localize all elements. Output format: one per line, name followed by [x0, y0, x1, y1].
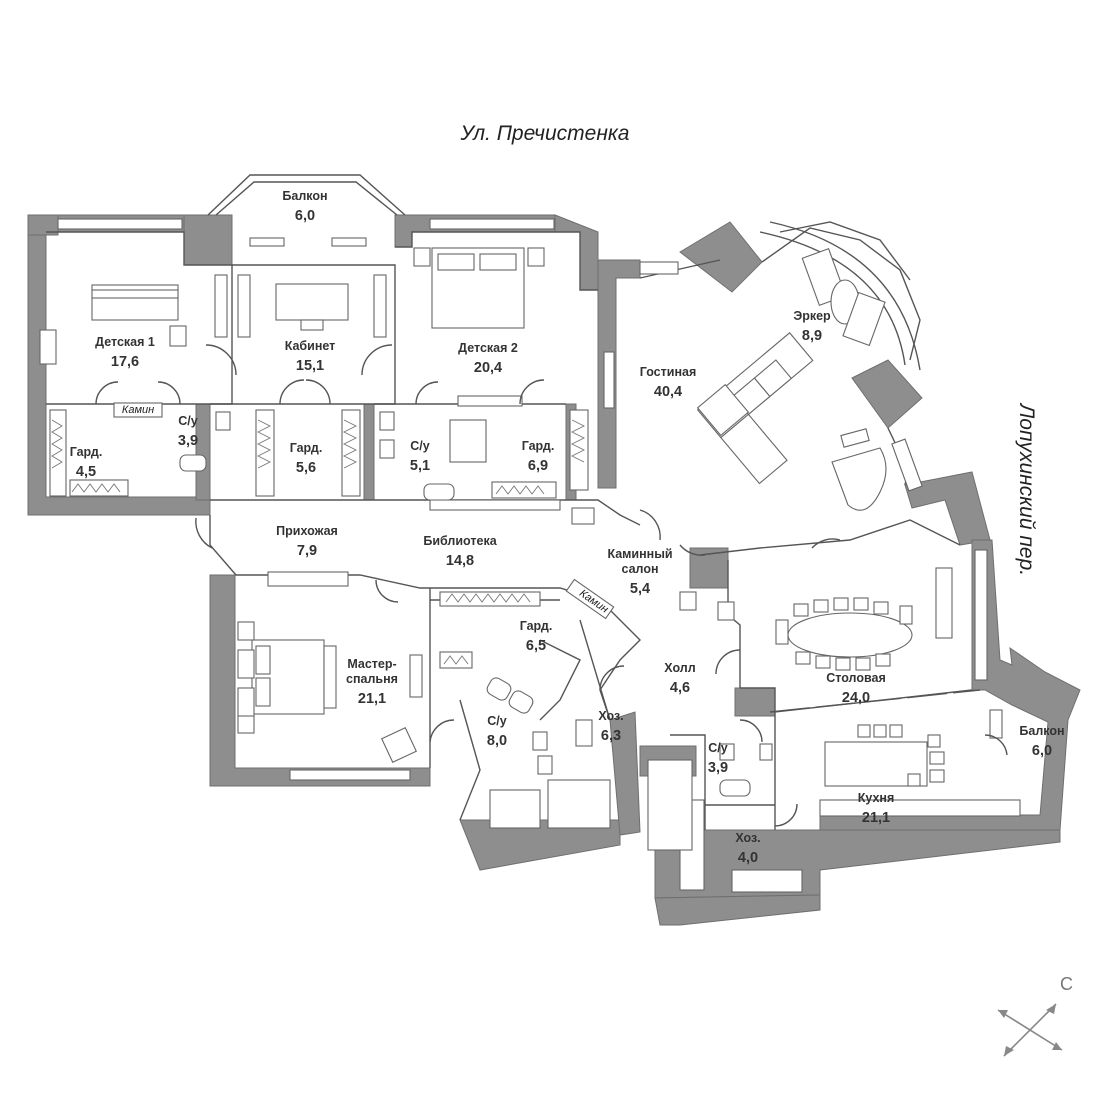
room-label-bath-4: С/у 3,9 — [708, 741, 728, 776]
fireplace-label: Камин — [122, 404, 154, 416]
room-name: Гард. — [70, 445, 103, 459]
room-area: 21,1 — [862, 810, 890, 826]
room-area: 6,0 — [1032, 743, 1052, 759]
room-area: 8,0 — [487, 733, 507, 749]
room-area: 24,0 — [842, 690, 870, 706]
furniture — [39, 247, 1021, 893]
room-label-library: Библиотека 14,8 — [423, 534, 497, 569]
dining-kitchen-divider — [769, 689, 981, 713]
room-name: Хоз. — [598, 709, 623, 723]
street-name-north: Ул. Пречистенка — [460, 122, 630, 145]
room-area: 15,1 — [296, 358, 324, 374]
room-name: Кухня — [858, 791, 895, 805]
room-label-utility-2: Хоз. 4,0 — [735, 831, 760, 866]
room-label-dining: Столовая 24,0 — [826, 671, 886, 706]
room-name: Гостиная — [640, 365, 697, 379]
room-label-utility-1: Хоз. 6,3 — [598, 709, 623, 744]
room-name: Каминный — [607, 547, 672, 561]
room-area: 8,9 — [802, 328, 822, 344]
room-name: Столовая — [826, 671, 886, 685]
room-area: 17,6 — [111, 354, 139, 370]
room-label-wardrobe-1: Гард. 4,5 — [70, 445, 103, 480]
windows — [57, 218, 1003, 781]
street-name-east: Лопухинский пер. — [1015, 402, 1038, 576]
room-label-hall: Холл 4,6 — [664, 661, 695, 696]
room-name: Гард. — [522, 439, 555, 453]
room-area: 7,9 — [297, 543, 317, 559]
room-label-kids-1: Детская 1 17,6 — [95, 335, 155, 370]
door-swings — [95, 344, 1008, 827]
room-label-wardrobe-3: Гард. 6,9 — [522, 439, 555, 474]
room-name: Гард. — [520, 619, 553, 633]
room-outlines — [46, 174, 973, 830]
room-area: 5,4 — [630, 581, 650, 597]
room-name: Мастер- — [347, 657, 396, 671]
room-name: С/у — [708, 741, 728, 755]
room-name: спальня — [346, 672, 398, 686]
room-label-hallway: Прихожая 7,9 — [276, 524, 338, 559]
room-name: Гард. — [290, 441, 323, 455]
room-area: 6,9 — [528, 458, 548, 474]
room-name: Холл — [664, 661, 695, 675]
room-label-kids-2: Детская 2 20,4 — [458, 341, 518, 376]
room-name: Балкон — [282, 189, 327, 203]
room-label-living: Гостиная 40,4 — [640, 365, 697, 400]
room-area: 4,6 — [670, 680, 690, 696]
room-area: 5,6 — [296, 460, 316, 476]
room-name: Балкон — [1019, 724, 1064, 738]
room-label-master: Мастер-спальня 21,1 — [346, 657, 398, 707]
room-name: Прихожая — [276, 524, 338, 538]
compass: С — [997, 974, 1073, 1057]
room-label-kitchen: Кухня 21,1 — [858, 791, 895, 826]
room-label-wardrobe-2: Гард. 5,6 — [290, 441, 323, 476]
room-label-bay: Эркер 8,9 — [793, 309, 831, 344]
room-name: С/у — [487, 714, 507, 728]
room-name: Детская 2 — [458, 341, 518, 355]
room-area: 3,9 — [178, 433, 198, 449]
outer-walls — [27, 214, 1081, 926]
room-area: 6,0 — [295, 208, 315, 224]
room-label-balcony-top: Балкон 6,0 — [282, 189, 327, 224]
compass-north-label: С — [1060, 974, 1073, 994]
room-area: 4,5 — [76, 464, 96, 480]
room-label-study: Кабинет 15,1 — [285, 339, 336, 374]
room-area: 3,9 — [708, 760, 728, 776]
room-area: 5,1 — [410, 458, 430, 474]
room-name: С/у — [178, 414, 198, 428]
room-name: Кабинет — [285, 339, 336, 353]
room-area: 21,1 — [358, 691, 386, 707]
room-area: 6,5 — [526, 638, 546, 654]
room-name: Эркер — [793, 309, 831, 323]
room-name: Детская 1 — [95, 335, 155, 349]
room-label-bath-1: С/у 3,9 — [178, 414, 198, 449]
room-area: 4,0 — [738, 850, 758, 866]
room-area: 20,4 — [474, 360, 502, 376]
room-area: 6,3 — [601, 728, 621, 744]
room-name: салон — [621, 562, 658, 576]
room-label-bath-3: С/у 8,0 — [487, 714, 507, 749]
room-name: Хоз. — [735, 831, 760, 845]
room-name: Библиотека — [423, 534, 497, 548]
room-name: С/у — [410, 439, 430, 453]
room-area: 14,8 — [446, 553, 474, 569]
room-label-wardrobe-4: Гард. 6,5 — [520, 619, 553, 654]
wardrobe-hatching — [51, 419, 586, 665]
room-label-bath-2: С/у 5,1 — [410, 439, 430, 474]
room-area: 40,4 — [654, 384, 682, 400]
room-label-balcony-right: Балкон 6,0 — [1019, 724, 1064, 759]
